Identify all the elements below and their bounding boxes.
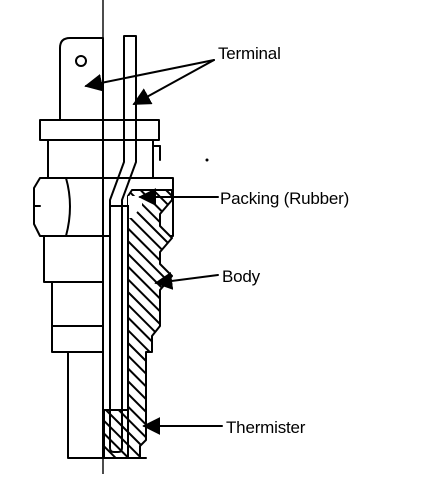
- label-packing: Packing (Rubber): [220, 189, 349, 208]
- lower-body-left: [43, 235, 104, 459]
- leader-lines: [84, 59, 223, 435]
- terminal-tab: [59, 37, 104, 121]
- label-terminal: Terminal: [218, 44, 281, 63]
- label-thermister: Thermister: [226, 418, 306, 437]
- upper-collar: [39, 119, 161, 179]
- body-section: [103, 189, 173, 459]
- mark-dot: [205, 158, 209, 162]
- label-body: Body: [222, 267, 261, 286]
- terminal-rod: [109, 35, 137, 453]
